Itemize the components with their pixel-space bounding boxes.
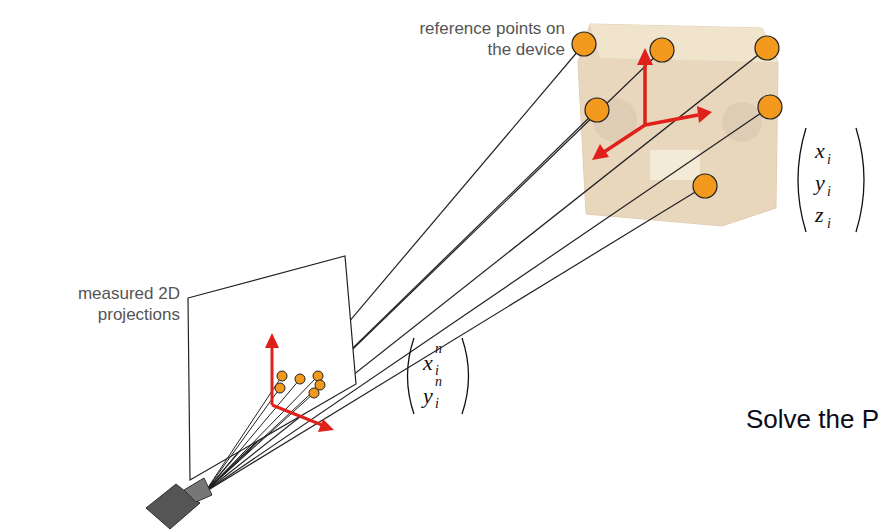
index-superscript: n — [435, 375, 442, 389]
callout-note: measured 2D projections — [18, 283, 180, 326]
index-subscript: i — [827, 153, 831, 167]
camera-icon — [146, 478, 212, 529]
coordinate-symbol: y — [423, 385, 433, 407]
index-subscript: i — [827, 185, 831, 199]
coordinate-symbol: z — [815, 204, 824, 226]
image-axes — [265, 333, 334, 432]
image-plane — [188, 256, 356, 480]
projected-points — [275, 371, 325, 398]
vector-brackets — [408, 128, 865, 414]
reference-points — [572, 32, 782, 198]
callout-note: reference points on the device — [395, 18, 565, 61]
slide-heading: Solve the P — [746, 406, 879, 432]
coordinate-symbol: x — [815, 140, 825, 162]
device-illustration — [578, 24, 778, 226]
index-superscript: n — [435, 342, 442, 356]
camera-rays — [205, 376, 320, 492]
index-subscript: i — [827, 217, 831, 231]
projection-rays — [205, 44, 770, 492]
device-axes — [592, 48, 712, 160]
index-subscript: i — [435, 397, 439, 411]
coordinate-symbol: y — [815, 172, 825, 194]
coordinate-symbol: x — [423, 352, 433, 374]
